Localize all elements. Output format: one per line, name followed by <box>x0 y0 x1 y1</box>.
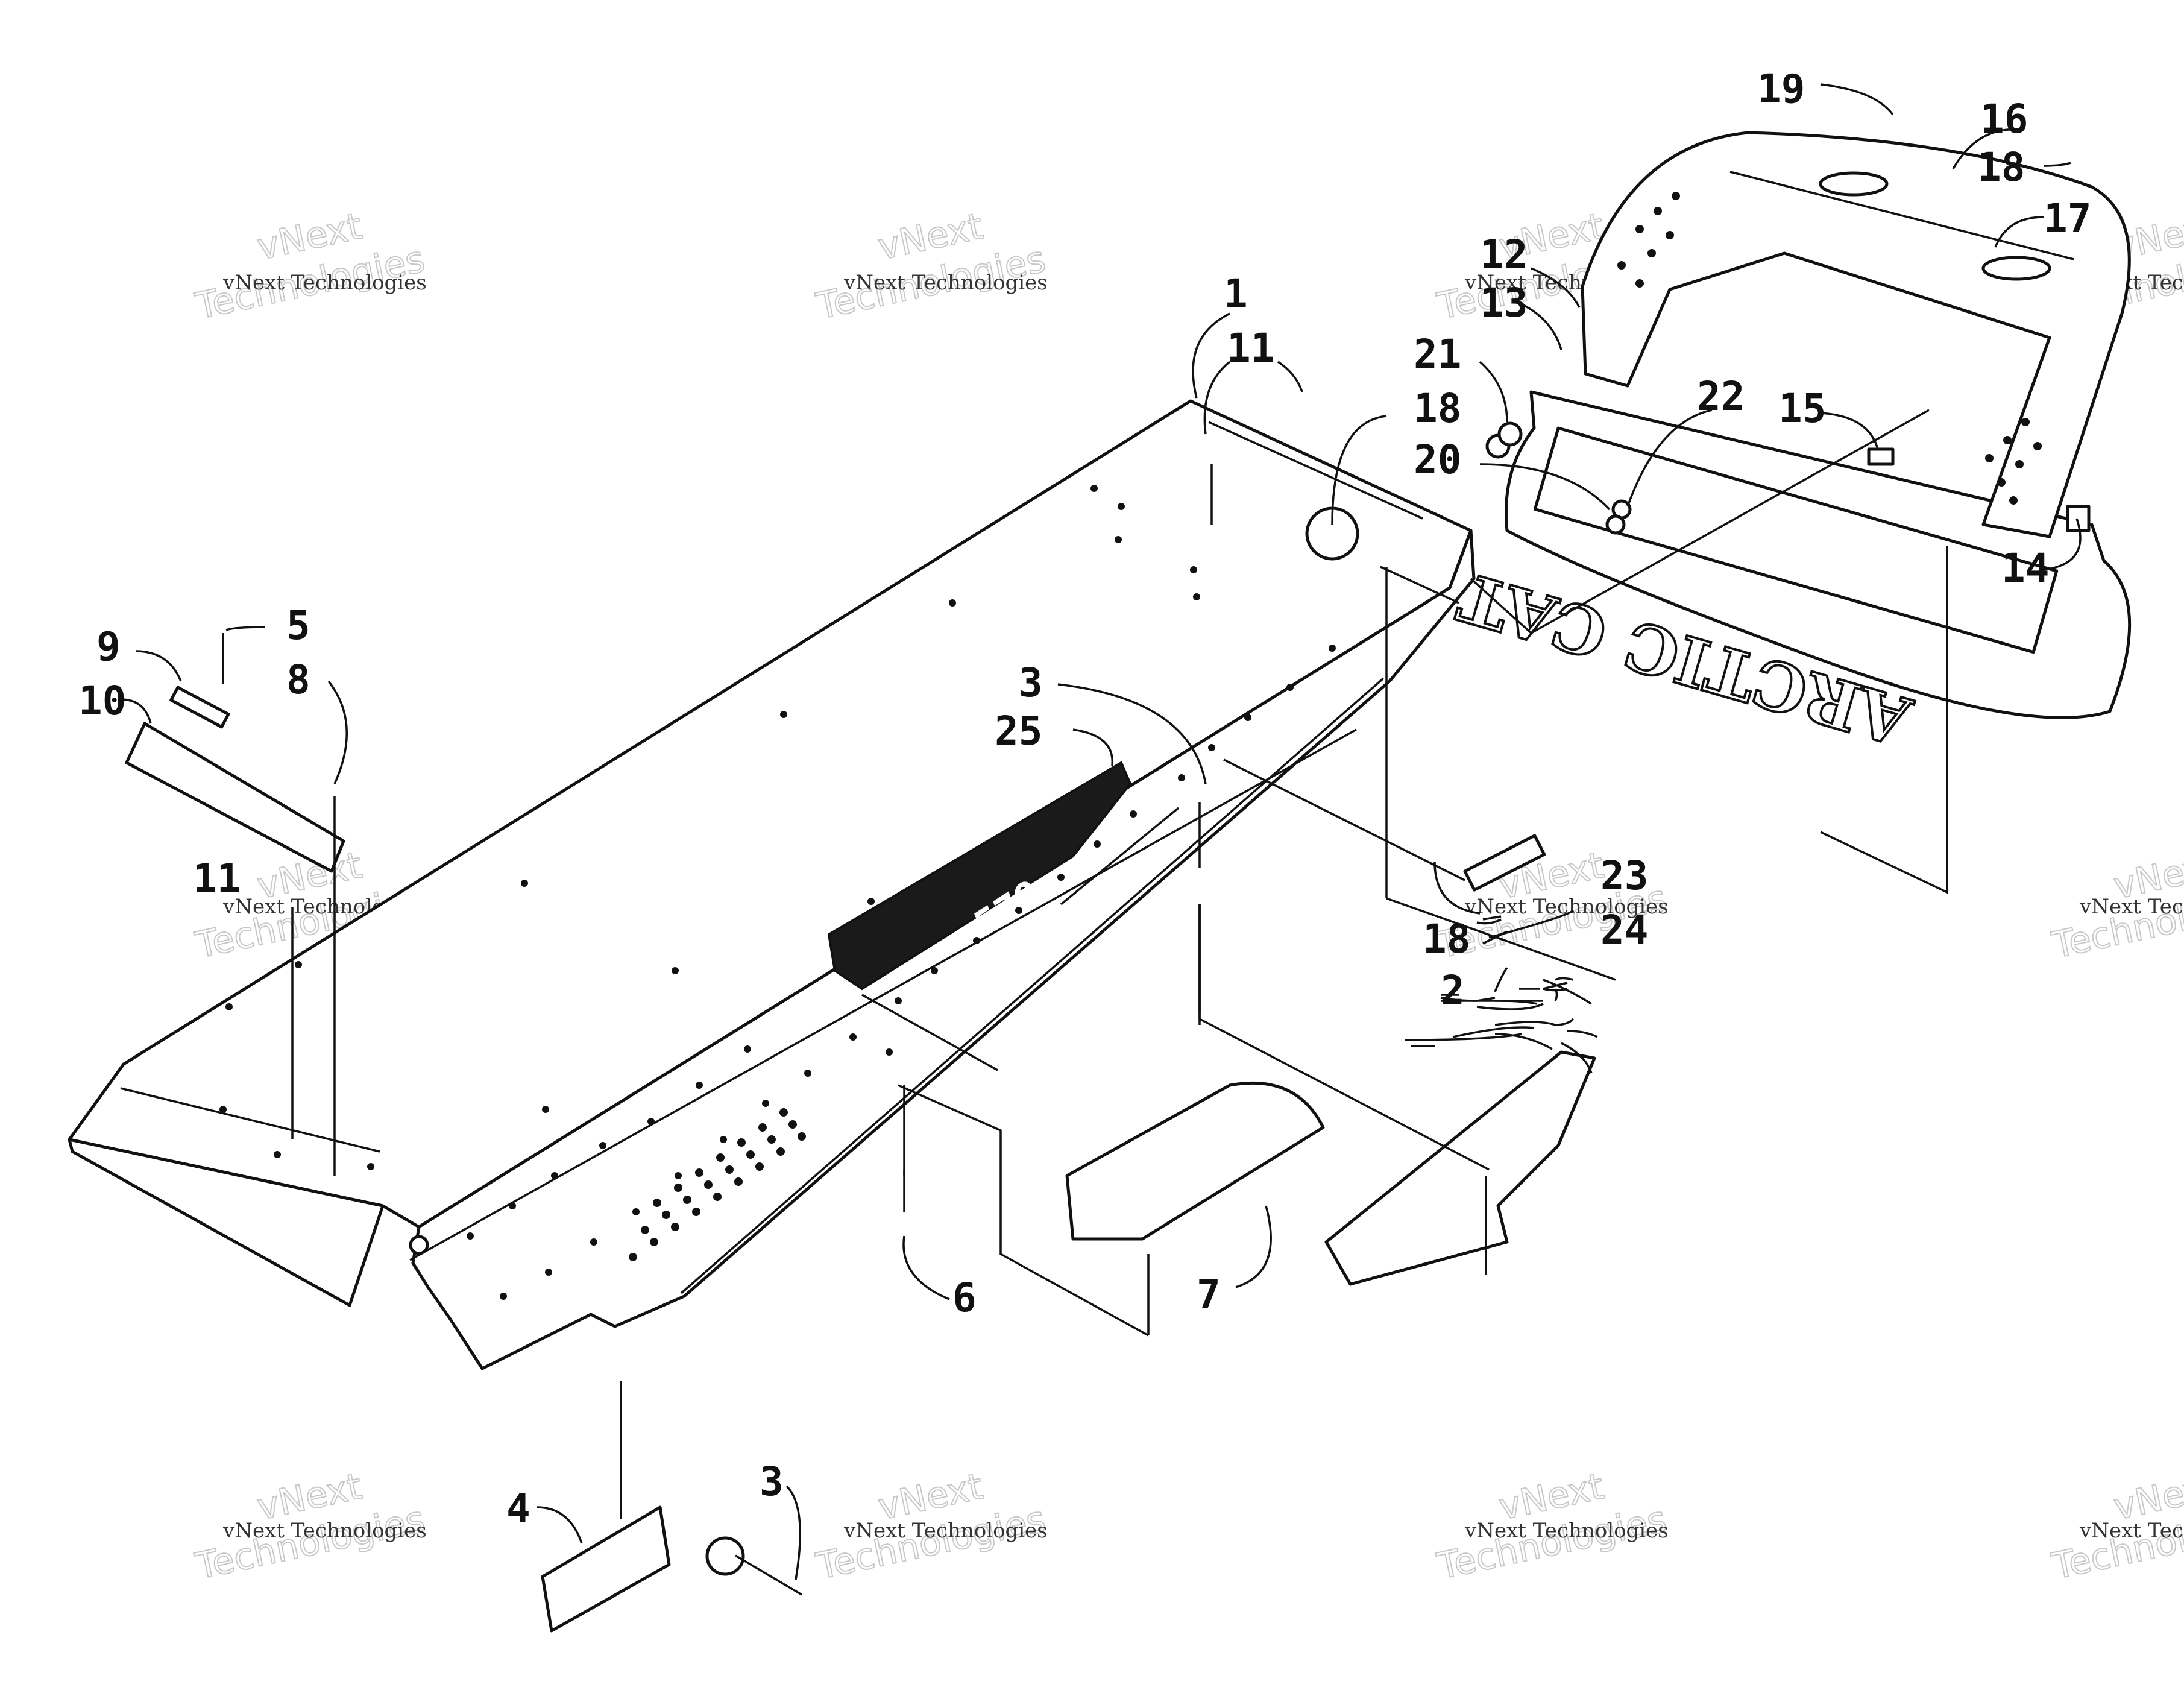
bumper-handle-right <box>1981 256 2051 281</box>
running-board-part <box>1324 1050 1596 1286</box>
backing-plate-part <box>541 1505 671 1633</box>
side-decal <box>827 761 1132 991</box>
clip-part <box>1867 447 1895 466</box>
callout-24: 24 <box>1600 907 1648 953</box>
watermark-small: vNext Technologies <box>222 1519 427 1543</box>
callout-13: 13 <box>1480 280 1528 326</box>
callout-23: 23 <box>1600 853 1648 899</box>
grommet-part <box>705 1536 745 1576</box>
watermark-small: vNext Technologies <box>1464 1519 1669 1543</box>
strip-part <box>169 686 230 729</box>
callout-18: 18 <box>1414 385 1461 432</box>
callouts: 1 11 18 5 9 8 10 11 3 25 23 18 24 2 6 7 … <box>78 66 2091 1532</box>
callout-22: 22 <box>1697 373 1745 420</box>
callout-10: 10 <box>78 678 126 724</box>
watermark-small: vNext Technologies <box>2079 895 2184 919</box>
nut-part <box>1497 421 1523 447</box>
callout-7: 7 <box>1197 1272 1221 1318</box>
callout-18: 18 <box>1977 144 2025 191</box>
watermark-small: vNext Technologies <box>843 271 1048 295</box>
callout-19: 19 <box>1757 66 1805 112</box>
tunnel-part <box>68 399 1476 1370</box>
callout-11: 11 <box>1227 325 1274 371</box>
nut-part <box>1605 514 1626 535</box>
callout-15: 15 <box>1778 385 1826 432</box>
bumper-handle-left <box>1819 171 1889 197</box>
callout-2: 2 <box>1441 967 1465 1013</box>
foot-rest-part <box>1065 1081 1325 1241</box>
callout-11: 11 <box>193 856 241 902</box>
callout-1: 1 <box>1224 271 1248 317</box>
callout-3: 3 <box>1019 660 1043 706</box>
tunnel-side-wall <box>411 529 1476 1370</box>
callout-6: 6 <box>952 1275 977 1321</box>
tunnel-perforation <box>629 1108 806 1261</box>
leader-lines <box>120 83 2082 1596</box>
tunnel-rear-flap <box>68 1138 385 1307</box>
tunnel-mount-hole <box>409 1235 429 1255</box>
tunnel-slot <box>1208 421 1423 520</box>
bumper-perforation <box>1617 192 2042 505</box>
callout-20: 20 <box>1414 437 1461 483</box>
callout-3: 3 <box>760 1458 784 1505</box>
flap-window <box>1533 426 2059 654</box>
callout-18: 18 <box>1423 916 1470 962</box>
tunnel-holes <box>219 485 1200 1170</box>
callout-17: 17 <box>2044 195 2091 242</box>
callout-9: 9 <box>96 623 121 670</box>
callout-8: 8 <box>286 657 310 703</box>
watermark-small: vNext Technologies <box>2079 1519 2184 1543</box>
watermark-small: vNext Technologies <box>222 271 427 295</box>
callout-16: 16 <box>1980 96 2028 142</box>
callout-21: 21 <box>1414 331 1461 377</box>
callout-12: 12 <box>1480 232 1528 278</box>
callout-5: 5 <box>286 602 310 649</box>
rear-bumper-part <box>1581 131 2131 538</box>
plate-part <box>1463 834 1546 892</box>
callout-14: 14 <box>2001 545 2049 591</box>
tunnel-crease <box>120 1087 380 1153</box>
rear-bumper <box>1581 131 2131 538</box>
bracket-part <box>125 722 345 873</box>
bumper-crossbar <box>1729 171 2074 260</box>
callout-25: 25 <box>995 708 1042 754</box>
tunnel-side-holes <box>467 645 1336 1300</box>
watermark-small: vNext Technologies <box>843 1519 1048 1543</box>
callout-4: 4 <box>506 1486 530 1532</box>
